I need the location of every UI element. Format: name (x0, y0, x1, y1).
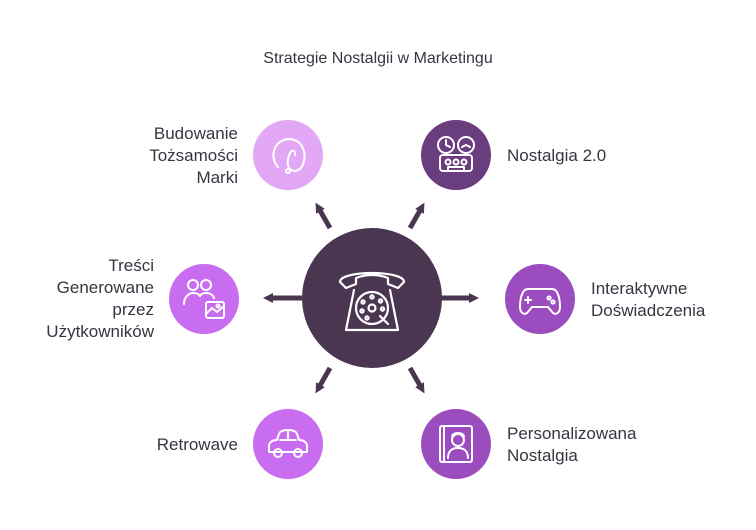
personalized-portrait-icon (439, 425, 473, 463)
arrow-bottom-right (407, 366, 425, 394)
personalized-circle (421, 409, 491, 479)
label-personalized: Personalizowana Nostalgia (507, 424, 637, 465)
arrow-top-right (407, 202, 425, 230)
reel-to-reel-icon (437, 136, 475, 172)
label-brand-identity: Budowanie Tożsamości Marki (149, 124, 238, 187)
interactive-circle (505, 264, 575, 334)
brand-identity-circle (253, 120, 323, 190)
label-ugc: Treści Generowane przez Użytkowników (46, 256, 154, 341)
diagram-title: Strategie Nostalgii w Marketingu (263, 50, 493, 67)
arrow-top-left (315, 202, 333, 230)
ugc-circle (169, 264, 239, 334)
rotary-phone-icon (338, 271, 406, 332)
label-nostalgia-2: Nostalgia 2.0 (507, 146, 607, 165)
retro-car-icon (268, 429, 308, 458)
gamepad-icon (519, 288, 561, 315)
label-interactive: Interaktywne Doświadczenia (591, 279, 706, 320)
users-image-icon (183, 279, 225, 319)
label-retrowave: Retrowave (156, 435, 238, 454)
arrow-bottom-left (315, 366, 333, 394)
retrowave-circle (253, 409, 323, 479)
brand-loop-icon (272, 137, 306, 174)
